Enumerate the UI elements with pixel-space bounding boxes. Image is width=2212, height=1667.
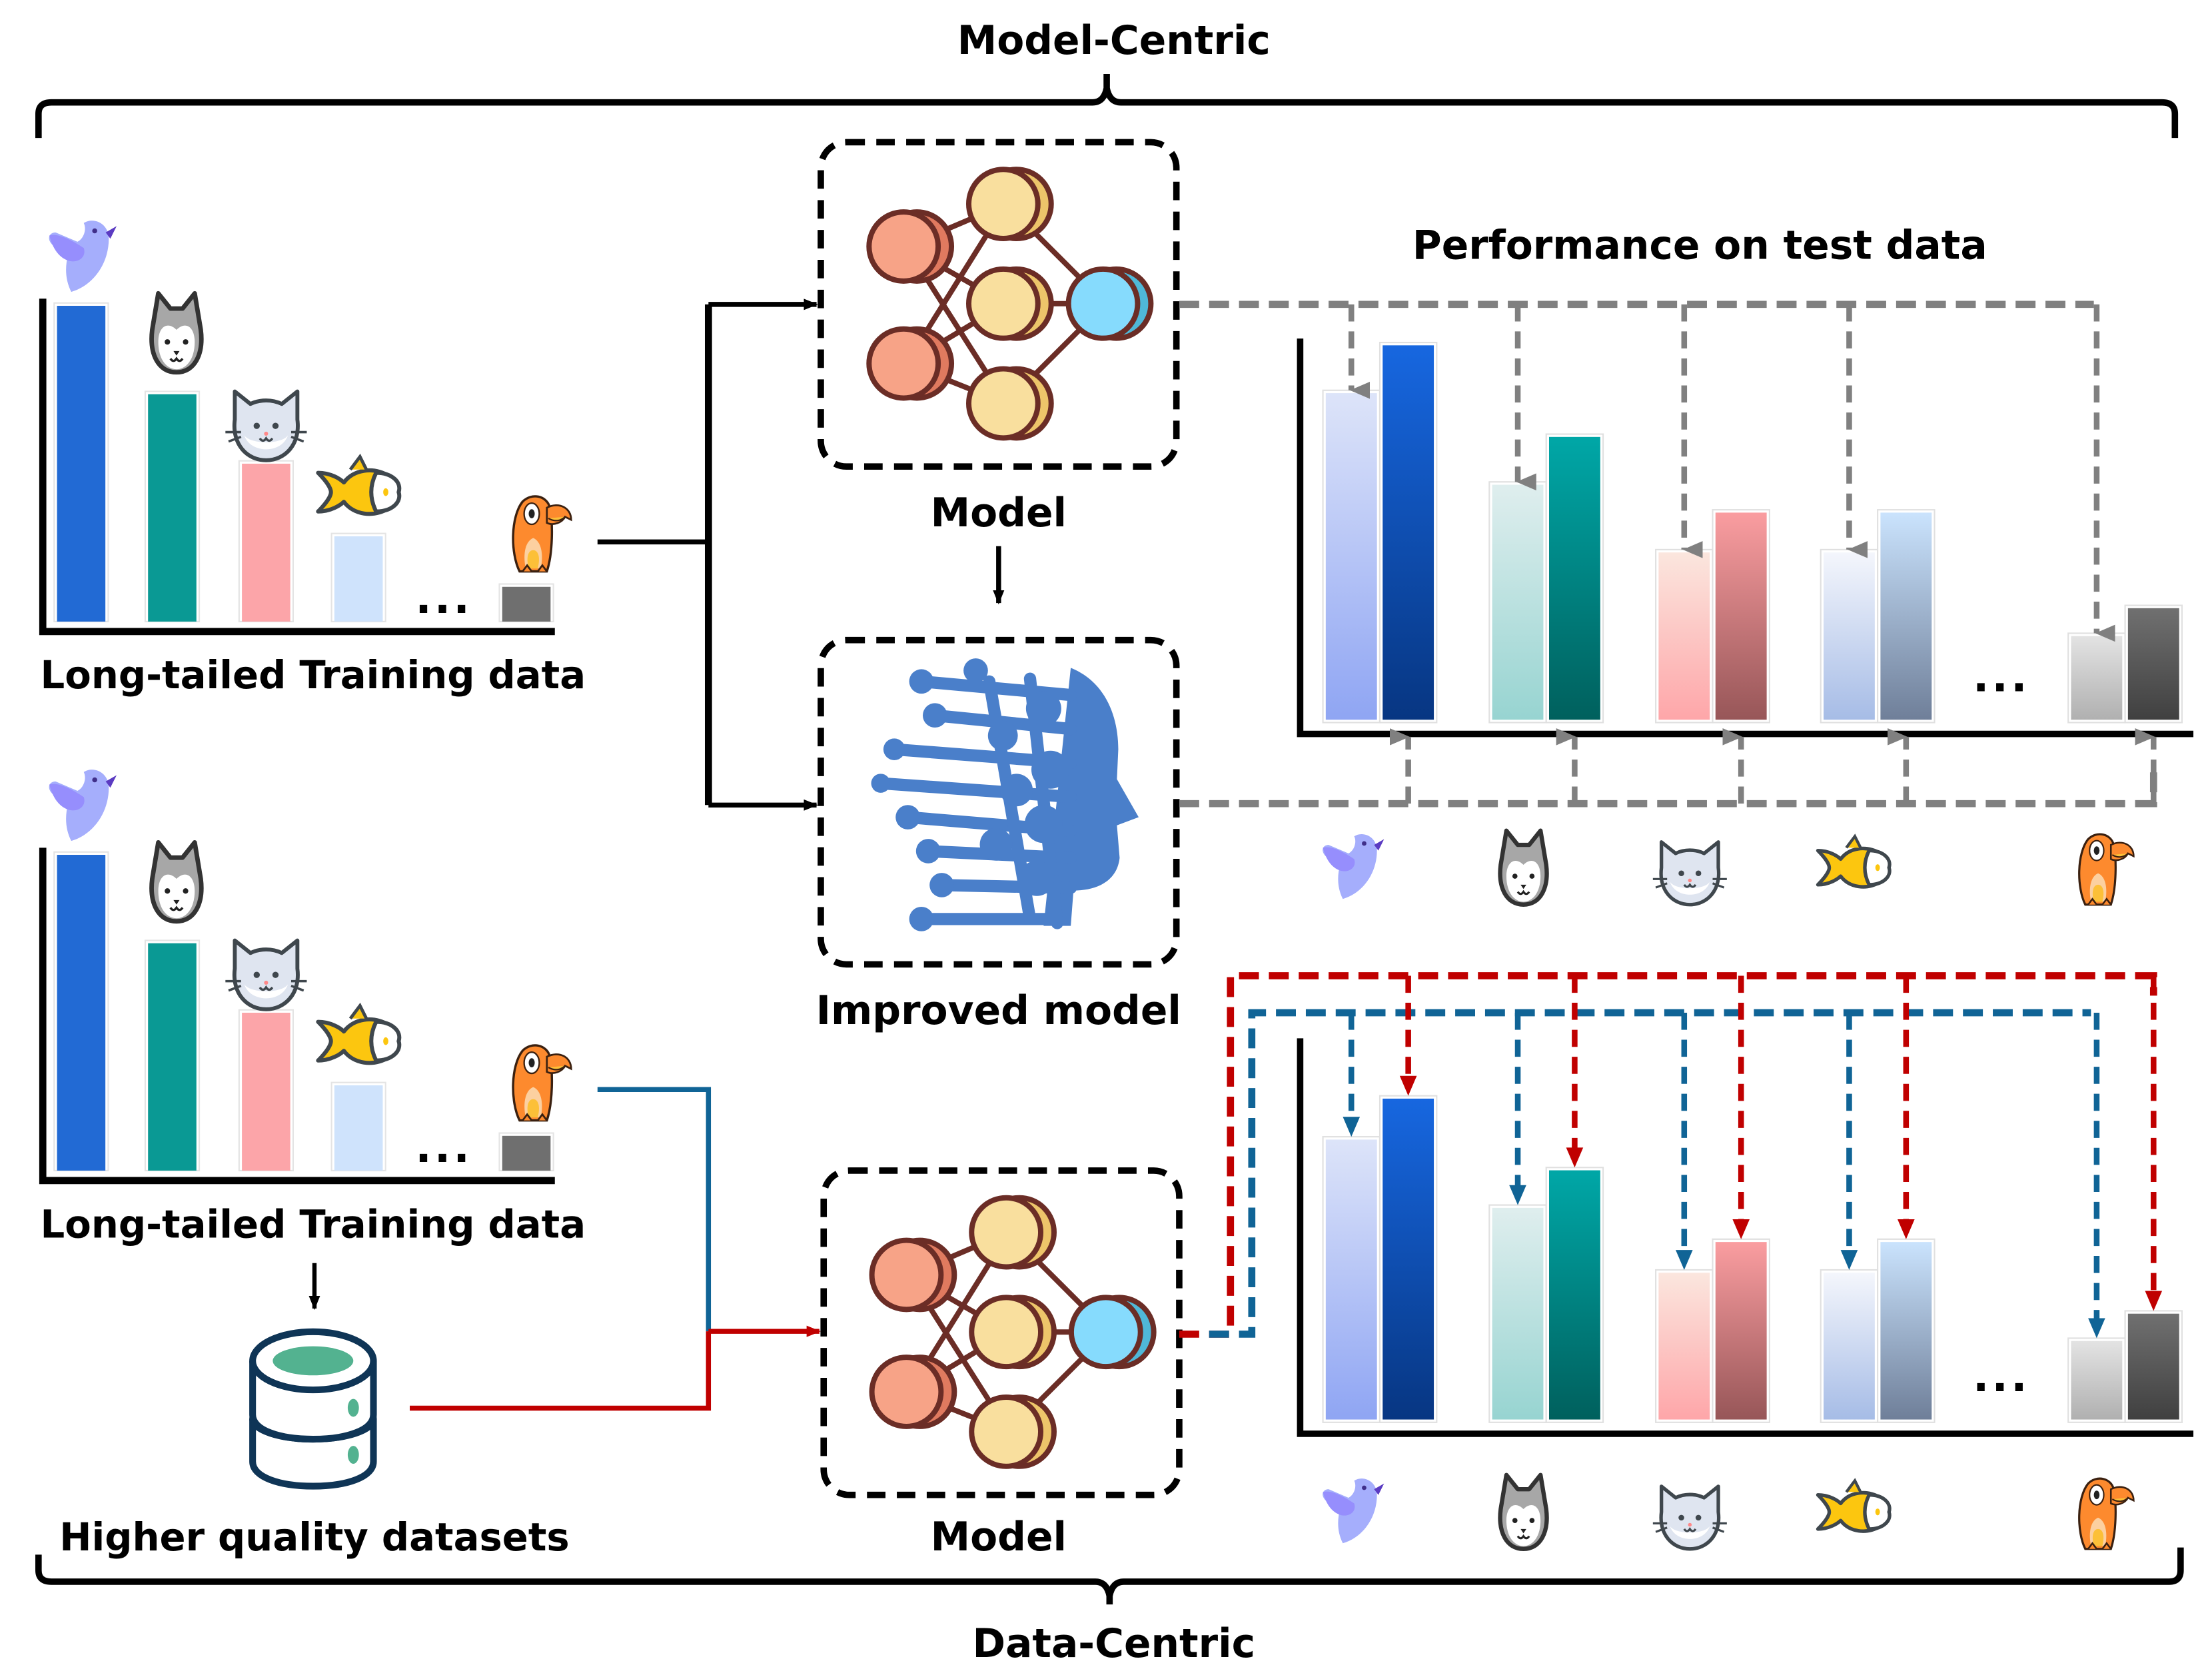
left-top-label: Long-tailed Training data [41, 653, 586, 698]
model-label-top: Model [931, 490, 1067, 536]
performance-title: Performance on test data [1412, 223, 1987, 269]
model-box-top[interactable] [818, 139, 1180, 470]
bar-parrot-improved [2127, 608, 2179, 720]
husky-icon [152, 293, 202, 372]
cat-icon [225, 392, 306, 460]
bird-icon [1323, 834, 1384, 899]
model-box-bottom[interactable] [820, 1167, 1183, 1498]
long-tailed-training-data-top: ... Long-tailed Training data [39, 221, 586, 698]
husky-icon [1500, 831, 1547, 905]
fish-icon [1818, 836, 1890, 887]
parrot-icon [512, 1044, 572, 1122]
fish-icon [318, 1005, 399, 1063]
blue-arrowhead [1509, 1185, 1526, 1205]
bird-icon [49, 770, 117, 841]
neural-network-icon [869, 169, 1151, 438]
bar-bird-baseline [1325, 1139, 1377, 1420]
bar-fish-baseline [1824, 1273, 1875, 1420]
ellipsis: ... [415, 574, 472, 624]
blue-dashed-path [1209, 1009, 2091, 1338]
bird-icon [49, 221, 117, 292]
bar-cat-baseline [1658, 1273, 1710, 1420]
bar-parrot-improved [2127, 1313, 2179, 1420]
bar-parrot [502, 1135, 551, 1171]
bar-bird-improved [1382, 1098, 1434, 1420]
left-bottom-label: Long-tailed Training data [41, 1202, 586, 1247]
bar-fish-baseline [1824, 552, 1875, 720]
left-top-axes [39, 298, 555, 636]
parrot-icon [512, 495, 572, 573]
ai-head-icon [871, 658, 1139, 931]
ellipsis: ... [1973, 1353, 2030, 1402]
data-centric-title: Data-Centric [972, 1621, 1255, 1667]
blue-arrowhead [1840, 1250, 1858, 1270]
bird-icon [1323, 1478, 1384, 1544]
blue-arrowhead [1343, 1117, 1361, 1137]
bar-fish-improved [1880, 1242, 1932, 1420]
bar-husky-improved [1548, 436, 1600, 720]
performance-chart-top: ... [1179, 300, 2194, 906]
parrot-icon [2078, 1477, 2135, 1550]
model-centric-title: Model-Centric [957, 18, 1271, 64]
bar-fish [334, 536, 383, 622]
performance-chart-bottom: ... [1179, 972, 2194, 1550]
neural-network-icon [872, 1198, 1154, 1466]
bar-bird [57, 855, 106, 1171]
improved-model-box[interactable] [818, 636, 1180, 968]
blue-arrowhead [2088, 1318, 2105, 1339]
cat-icon [1653, 842, 1727, 905]
database-icon [253, 1332, 373, 1486]
blue-arrowhead [1675, 1250, 1693, 1270]
bar-cat [242, 463, 290, 622]
dataset-label: Higher quality datasets [59, 1515, 569, 1560]
husky-icon [1500, 1475, 1547, 1549]
fish-icon [318, 456, 399, 514]
ellipsis: ... [1973, 653, 2030, 702]
red-arrowhead [1566, 1147, 1584, 1168]
bar-bird [57, 305, 106, 622]
bar-husky-baseline [1492, 1207, 1544, 1420]
bar-cat [242, 1012, 290, 1171]
bar-cat-improved [1715, 1242, 1767, 1420]
fish-icon [1818, 1480, 1890, 1531]
bar-parrot-baseline [2071, 1341, 2123, 1420]
chart-axes [1297, 1038, 2194, 1437]
bar-bird-improved [1382, 345, 1434, 720]
red-arrowhead [1898, 1219, 1915, 1239]
improved-to-chart-dashed-line [1179, 768, 2157, 808]
bar-cat-baseline [1658, 552, 1710, 720]
red-arrowhead [1399, 1075, 1417, 1096]
red-arrowhead [2145, 1291, 2163, 1311]
cat-icon [1653, 1486, 1727, 1549]
bar-cat-improved [1715, 512, 1767, 720]
red-arrowhead [1732, 1219, 1750, 1239]
bar-fish [334, 1085, 383, 1171]
bar-husky [148, 394, 197, 622]
left-bottom-axes [39, 847, 555, 1185]
bar-fish-improved [1880, 512, 1932, 720]
husky-icon [152, 842, 202, 921]
parrot-icon [2078, 833, 2135, 906]
bar-husky-baseline [1492, 484, 1544, 720]
bar-parrot [502, 586, 551, 622]
model-label-bottom: Model [931, 1514, 1067, 1560]
bar-husky [148, 943, 197, 1171]
data-centric-brace [35, 1547, 2184, 1605]
long-tailed-training-data-bottom: ... Long-tailed Training data [39, 770, 586, 1247]
ellipsis: ... [415, 1123, 472, 1173]
bar-husky-improved [1548, 1170, 1600, 1420]
cat-icon [225, 941, 306, 1009]
bar-parrot-baseline [2071, 636, 2123, 720]
model-centric-brace [35, 74, 2179, 139]
training-to-models-connector [597, 298, 818, 811]
improved-model-label: Improved model [816, 988, 1181, 1034]
bar-bird-baseline [1325, 393, 1377, 720]
data-centric-connector [410, 1087, 821, 1411]
